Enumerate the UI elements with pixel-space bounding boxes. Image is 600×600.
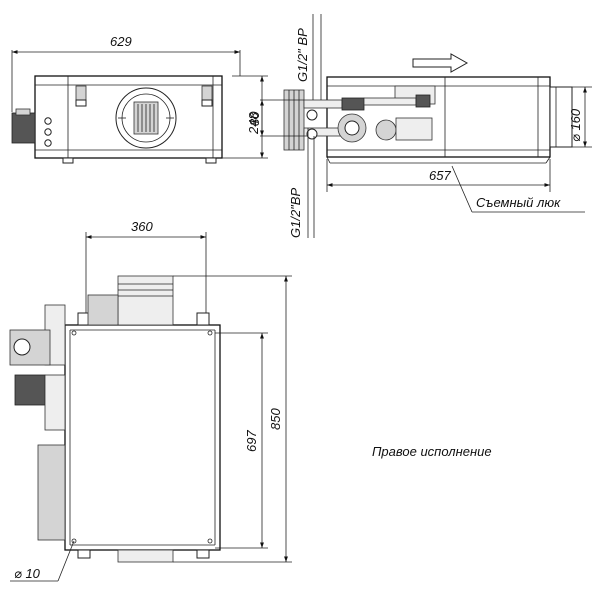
plan-housing: [64, 324, 221, 551]
knob-icon: [44, 117, 52, 125]
dim-657: 657: [429, 168, 451, 183]
dim-360: 360: [131, 219, 153, 234]
bracket-icon: [201, 85, 213, 101]
knob-icon: [44, 139, 52, 147]
front-view: 629 248: [11, 34, 268, 164]
side-panel: [37, 444, 66, 541]
bracket-icon: [75, 85, 87, 101]
pump-icon: [375, 119, 397, 141]
hatch-label: Съемный люк: [476, 195, 561, 210]
motor-box: [11, 112, 36, 144]
top-duct: [117, 275, 174, 326]
dim-697: 697: [244, 430, 259, 452]
dim-160: ⌀ 160: [568, 108, 583, 142]
fan-motor: [87, 294, 119, 326]
bottom-duct: [117, 549, 174, 563]
dim-80: 80: [247, 111, 262, 126]
dim-hole-10: ⌀ 10: [14, 566, 41, 581]
right-version-caption: Правое исполнение: [372, 444, 492, 459]
pipe: [363, 97, 417, 106]
plan-view: 360 697 850 ⌀ 10: [9, 219, 292, 582]
flow-arrow-icon: [412, 53, 469, 73]
dim-629: 629: [110, 34, 132, 49]
pump-block: [14, 374, 46, 406]
dim-248: 248: [246, 112, 261, 135]
knob-icon: [44, 128, 52, 136]
thread-bottom-label: G1/2"ВР: [288, 188, 303, 238]
thread-top-label: G1/2" ВР: [295, 28, 310, 82]
duct-outlet: [549, 86, 573, 148]
pipe: [395, 117, 433, 141]
side-view: 80 G1/2" ВР G1/2"ВР 657 Съемный люк ⌀ 16…: [247, 14, 592, 238]
dim-850: 850: [268, 408, 283, 430]
